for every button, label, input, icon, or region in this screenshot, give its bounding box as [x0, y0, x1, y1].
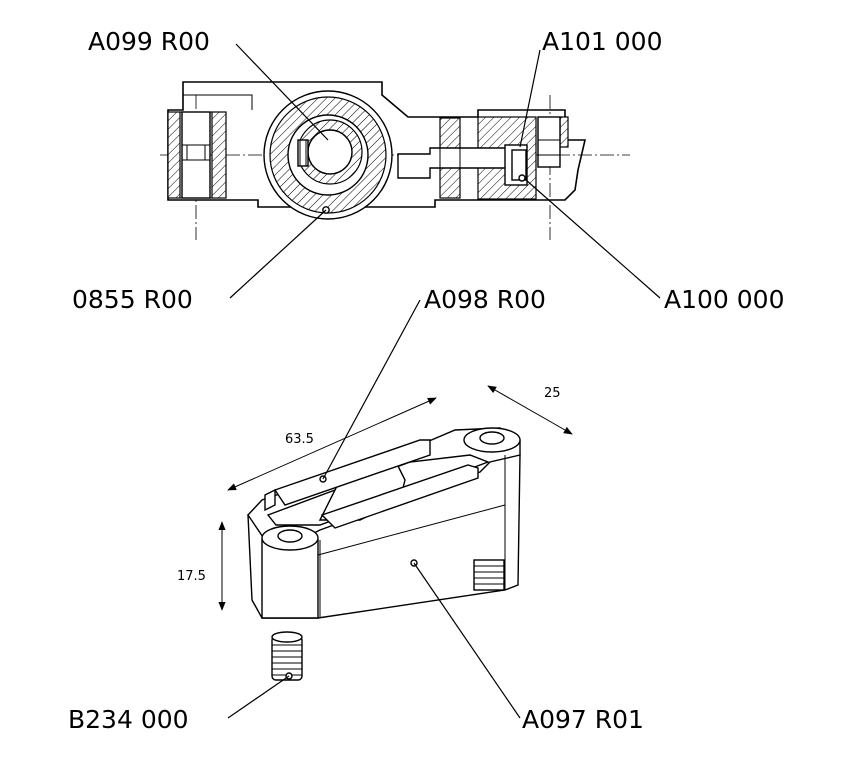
- label-a101: A101 000: [542, 27, 662, 56]
- dimension-length-label: 63.5: [285, 432, 314, 447]
- label-a100: A100 000: [664, 285, 784, 314]
- label-a097: A097 R01: [522, 705, 644, 734]
- dimension-length: 63.5: [227, 397, 437, 491]
- dimension-width-label: 25: [544, 386, 561, 401]
- dimension-height: 17.5: [177, 521, 226, 611]
- isometric-view: [247, 427, 521, 681]
- leader-lines: [227, 43, 661, 719]
- label-a099: A099 R00: [88, 27, 210, 56]
- dimension-height-label: 17.5: [177, 569, 206, 584]
- label-0855: 0855 R00: [72, 285, 193, 314]
- section-view: [160, 81, 630, 240]
- label-a098: A098 R00: [424, 285, 546, 314]
- label-b234: B234 000: [68, 705, 189, 734]
- dimension-width: 25: [487, 385, 573, 435]
